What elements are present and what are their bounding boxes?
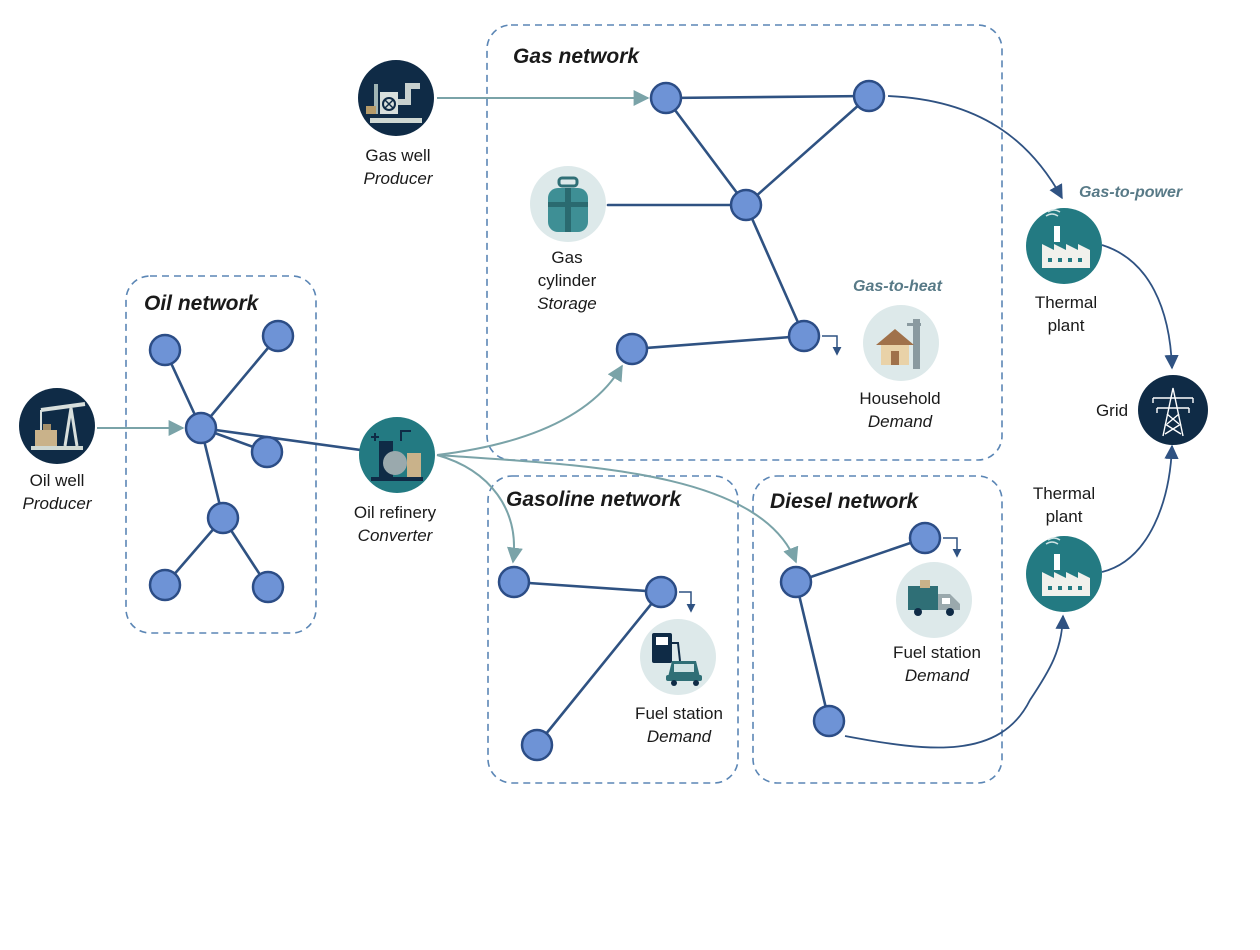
power-pylon-icon (1138, 375, 1208, 445)
fuel-station-gasoline-label: Fuel station Demand (635, 702, 723, 748)
diesel-network-boundary (752, 475, 1003, 784)
thermal-plant-icon (1026, 536, 1102, 612)
oil-network-node (251, 570, 285, 604)
gas-to-heat-label: Gas-to-heat (853, 278, 942, 295)
gas-network-boundary (486, 24, 1003, 461)
gas-network-node (615, 332, 649, 366)
oil-pumpjack-icon (19, 388, 95, 464)
oil-network-node (184, 411, 218, 445)
gas-cylinder-icon (530, 166, 606, 242)
power-arrows (844, 95, 1179, 749)
gas-to-power-label: Gas-to-power (1079, 184, 1183, 201)
refinery-icon (359, 417, 435, 493)
oil-refinery-label: Oil refinery Converter (354, 501, 436, 547)
asset-role: Demand (904, 666, 970, 685)
asset-role: Producer (22, 494, 92, 513)
asset-name: Grid (1095, 401, 1129, 420)
asset-name: Fuel station (893, 643, 981, 662)
delivery-truck-icon (896, 562, 972, 638)
gas-network-node (852, 79, 886, 113)
flow-arrows (97, 90, 799, 564)
asset-name: Gas cylinder (537, 248, 597, 290)
gas-well-icon (358, 60, 434, 136)
gas-network-title: Gas network (513, 45, 640, 68)
gas-cylinder-label: Gas cylinder Storage (527, 246, 607, 315)
gas-well-label: Gas well Producer (364, 144, 433, 190)
fuel-pump-car-icon (640, 619, 716, 695)
thermal-plant-top-label: Thermal plant (1026, 291, 1106, 337)
household-label: Household Demand (859, 387, 940, 433)
diesel-network-node (779, 565, 813, 599)
gasoline-network-node (520, 728, 554, 762)
asset-name: Gas well (365, 146, 431, 165)
asset-name: Household (859, 389, 941, 408)
gasoline-network-boundary (487, 475, 739, 784)
grid-label: Grid (1096, 399, 1128, 422)
asset-name: Thermal plant (1032, 484, 1096, 526)
asset-role: Demand (867, 412, 933, 431)
asset-name: Fuel station (635, 704, 723, 723)
house-icon (863, 305, 939, 381)
oil-well-label: Oil well Producer (23, 469, 92, 515)
network-nodes (148, 79, 942, 762)
oil-network-node (206, 501, 240, 535)
diesel-network-node (908, 521, 942, 555)
thermal-plant-bottom-label: Thermal plant (1024, 482, 1104, 528)
oil-network-node (148, 568, 182, 602)
gasoline-network-node (644, 575, 678, 609)
gasoline-network-node (497, 565, 531, 599)
asset-role: Storage (537, 294, 597, 313)
gas-network-node (729, 188, 763, 222)
asset-name: Thermal plant (1034, 293, 1098, 335)
asset-name: Oil refinery (353, 503, 437, 522)
gas-network-node (787, 319, 821, 353)
fuel-station-diesel-label: Fuel station Demand (893, 641, 981, 687)
diesel-network-title: Diesel network (770, 490, 919, 513)
oil-network-title: Oil network (144, 292, 259, 315)
asset-role: Demand (646, 727, 712, 746)
asset-role: Producer (363, 169, 433, 188)
asset-role: Converter (357, 526, 433, 545)
oil-network-node (148, 333, 182, 367)
gas-network-node (649, 81, 683, 115)
gasoline-network-title: Gasoline network (506, 488, 682, 511)
thermal-plant-icon (1026, 208, 1102, 284)
diesel-network-node (812, 704, 846, 738)
oil-network-node (250, 435, 284, 469)
asset-name: Oil well (29, 471, 85, 490)
demand-stubs (679, 335, 962, 613)
oil-network-node (261, 319, 295, 353)
